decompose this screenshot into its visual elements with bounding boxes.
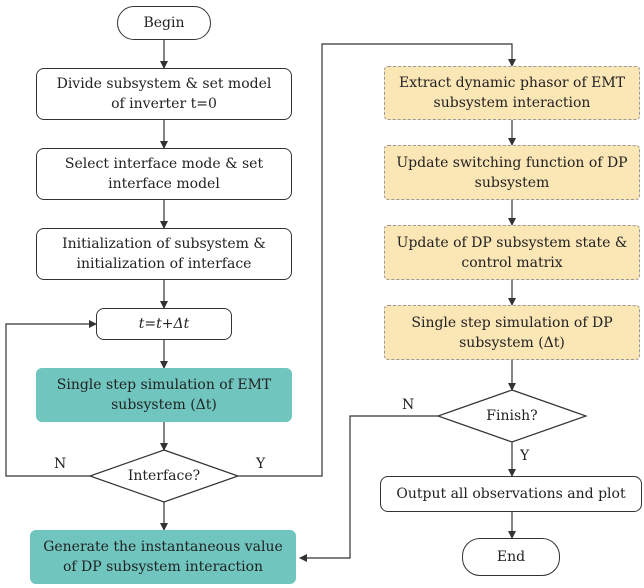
emt-line-1: Single step simulation of EMT: [56, 377, 272, 393]
generate-line-2: of DP subsystem interaction: [62, 559, 264, 575]
select-line-1: Select interface mode & set: [64, 156, 264, 172]
divide-line-2: of inverter t=0: [111, 96, 217, 112]
extract-phasor-node: Extract dynamic phasor of EMT subsystem …: [384, 66, 640, 120]
divide-subsystem-node: Divide subsystem & set model of inverter…: [36, 68, 292, 120]
finish-diamond: [436, 389, 588, 443]
generate-instantaneous-node: Generate the instantaneous value of DP s…: [30, 530, 296, 584]
end-node: End: [462, 538, 560, 576]
extract-line-2: subsystem interaction: [433, 95, 591, 111]
begin-node: Begin: [117, 6, 211, 40]
end-label: End: [496, 549, 526, 565]
time-step-label: t=t+Δt: [138, 316, 190, 332]
edge-interface-yes: [238, 43, 516, 477]
initialization-node: Initialization of subsystem & initializa…: [36, 228, 292, 280]
finish-decision-label: Finish?: [438, 390, 586, 442]
emt-line-2: subsystem (Δt): [111, 397, 217, 413]
select-interface-node: Select interface mode & set interface mo…: [36, 148, 292, 200]
output-observations-node: Output all observations and plot: [380, 476, 642, 512]
dp-single-line-2: subsystem (Δt): [459, 334, 565, 351]
begin-label: Begin: [143, 15, 185, 31]
interface-decision-label: Interface?: [90, 450, 238, 502]
dp-single-line-1: Single step simulation of DP: [411, 314, 613, 331]
select-line-2: interface model: [108, 176, 220, 192]
emt-single-step-node: Single step simulation of EMT subsystem …: [36, 368, 292, 422]
interface-diamond: [88, 449, 240, 503]
divide-line-1: Divide subsystem & set model: [56, 76, 272, 92]
edge-interface-no-loop: [5, 320, 97, 477]
interface-no-label: N: [54, 456, 67, 472]
finish-text: Finish?: [486, 408, 538, 424]
update-switch-line-2: subsystem: [474, 174, 550, 191]
generate-line-1: Generate the instantaneous value: [43, 539, 283, 555]
update-state-node: Update of DP subsystem state & control m…: [384, 225, 640, 280]
update-switching-node: Update switching function of DP subsyste…: [384, 145, 640, 200]
output-label: Output all observations and plot: [396, 486, 626, 502]
edge-finish-no: [299, 415, 438, 562]
update-switch-line-1: Update switching function of DP: [396, 154, 628, 171]
interface-text: Interface?: [127, 468, 201, 484]
finish-yes-label: Y: [520, 448, 530, 464]
interface-yes-label: Y: [256, 456, 266, 472]
dp-single-step-node: Single step simulation of DP subsystem (…: [384, 305, 640, 360]
extract-line-1: Extract dynamic phasor of EMT: [398, 75, 625, 91]
update-state-line-1: Update of DP subsystem state &: [396, 234, 628, 251]
init-line-2: initialization of interface: [76, 256, 252, 272]
init-line-1: Initialization of subsystem &: [62, 236, 266, 252]
finish-no-label: N: [402, 397, 415, 413]
update-state-line-2: control matrix: [461, 254, 563, 271]
time-step-node: t=t+Δt: [96, 308, 232, 340]
